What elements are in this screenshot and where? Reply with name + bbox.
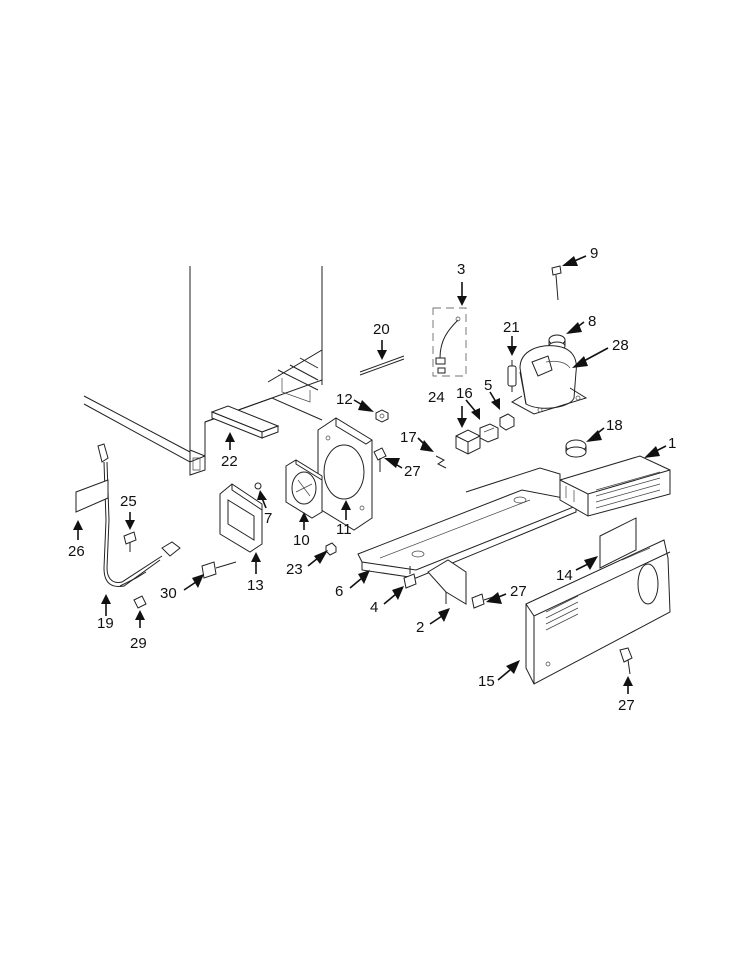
part-29-drawing: [133, 595, 147, 609]
callout-27-shroud: 27: [404, 463, 421, 480]
part-13-drawing: [219, 483, 263, 553]
part-25-drawing: [123, 531, 137, 552]
part-28-drawing: [510, 345, 588, 415]
callout-7: 7: [264, 510, 272, 527]
part-22-drawing: [210, 405, 280, 439]
callout-22: 22: [221, 453, 238, 470]
part-3-drawing: [432, 307, 467, 377]
part-5-drawing: [499, 413, 515, 431]
part-14-drawing: [599, 517, 637, 569]
callout-21: 21: [503, 319, 520, 336]
callout-26: 26: [68, 543, 85, 560]
callout-28: 28: [612, 337, 629, 354]
part-7-drawing: [254, 482, 262, 490]
callout-17: 17: [400, 429, 417, 446]
callout-27-bracket: 27: [510, 583, 527, 600]
part-30-drawing: [201, 561, 237, 579]
part-15-drawing: [525, 539, 671, 685]
callout-16: 16: [456, 385, 473, 402]
callout-25: 25: [120, 493, 137, 510]
part-24-drawing: [455, 429, 481, 455]
callout-2: 2: [416, 619, 424, 636]
callout-13: 13: [247, 577, 264, 594]
part-6-drawing: [357, 467, 577, 579]
part-27b-drawing: [471, 593, 497, 609]
callout-23: 23: [286, 561, 303, 578]
callout-18: 18: [606, 417, 623, 434]
callout-3: 3: [457, 261, 465, 278]
callout-1: 1: [668, 435, 676, 452]
part-4-drawing: [403, 566, 417, 589]
callout-30: 30: [160, 585, 177, 602]
part-11-drawing: [317, 417, 373, 531]
part-21-drawing: [507, 360, 517, 392]
callout-24: 24: [428, 389, 445, 406]
part-9-drawing: [551, 265, 562, 301]
callout-8: 8: [588, 313, 596, 330]
callout-12: 12: [336, 391, 353, 408]
callout-14: 14: [556, 567, 573, 584]
part-23-drawing: [325, 542, 337, 556]
part-12-drawing: [375, 409, 389, 423]
callout-15: 15: [478, 673, 495, 690]
callout-27-cover: 27: [618, 697, 635, 714]
callout-11: 11: [336, 521, 352, 538]
callout-19: 19: [97, 615, 114, 632]
callout-5: 5: [484, 377, 492, 394]
cabinet-drawing: [83, 266, 323, 476]
part-17-drawing: [435, 455, 447, 469]
callout-4: 4: [370, 599, 378, 616]
part-19-drawing: [97, 443, 181, 587]
part-27c-drawing: [619, 647, 633, 675]
part-10-drawing: [285, 459, 323, 519]
part-26-drawing: [75, 479, 109, 513]
leader-arrows: [73, 255, 667, 694]
callout-10: 10: [293, 532, 310, 549]
callout-29: 29: [130, 635, 147, 652]
callout-6: 6: [335, 583, 343, 600]
part-2-drawing: [427, 559, 467, 605]
part-1-drawing: [559, 455, 671, 517]
callout-labels: 1 2 3 4 5 6 7 8 9 10 11 12 13 14 15 16 1…: [68, 245, 676, 714]
part-16-drawing: [479, 423, 499, 443]
part-18-drawing: [565, 439, 587, 458]
part-20-drawing: [359, 355, 405, 376]
callout-20: 20: [373, 321, 390, 338]
part-27a-drawing: [373, 447, 387, 472]
callout-9: 9: [590, 245, 598, 262]
